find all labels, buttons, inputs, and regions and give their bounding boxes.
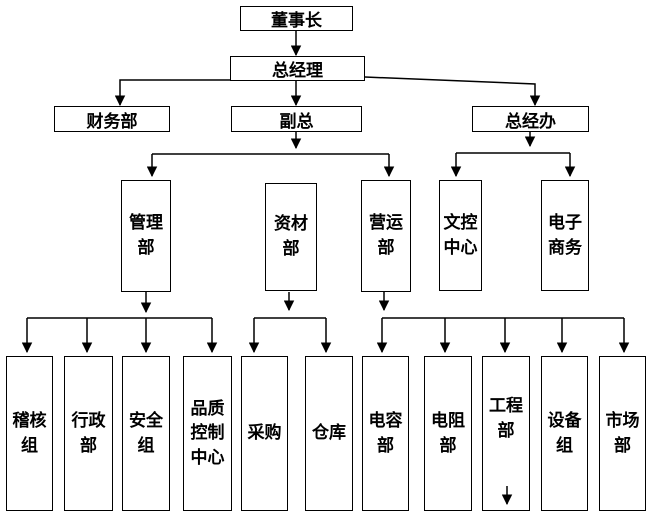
node-document-center: 文控中心 <box>439 180 482 291</box>
node-ecommerce: 电子商务 <box>541 180 589 291</box>
node-general-manager: 总经理 <box>230 56 365 81</box>
node-vice-president: 副总 <box>231 106 362 132</box>
node-chairman: 董事长 <box>240 6 353 31</box>
node-gm-office: 总经办 <box>472 106 589 132</box>
node-capacitor: 电容部 <box>362 356 409 511</box>
node-operations: 营运部 <box>361 180 411 292</box>
node-admin: 行政部 <box>64 356 113 511</box>
node-resistor: 电阻部 <box>424 356 472 511</box>
node-equipment: 设备组 <box>541 356 588 511</box>
node-materials: 资材部 <box>265 183 317 291</box>
node-quality-center: 品质控制中心 <box>183 356 232 511</box>
node-purchasing: 采购 <box>241 356 288 511</box>
node-engineering: 工程部 <box>482 356 530 511</box>
node-finance: 财务部 <box>54 106 170 132</box>
node-safety: 安全组 <box>122 356 170 511</box>
edge-gm-office <box>364 76 541 107</box>
node-warehouse: 仓库 <box>305 356 353 511</box>
edge-gm-finance <box>114 79 230 107</box>
node-management: 管理部 <box>121 180 171 292</box>
node-marketing: 市场部 <box>599 356 646 511</box>
node-audit: 稽核组 <box>6 356 53 511</box>
